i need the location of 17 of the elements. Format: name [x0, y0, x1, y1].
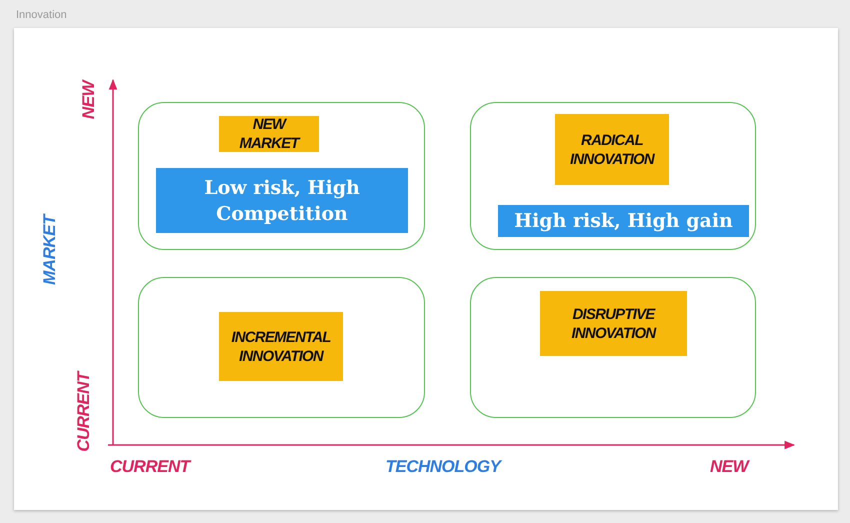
- quadrant-box: [470, 102, 756, 250]
- axis-label: NEW: [710, 457, 748, 477]
- frame-title: Innovation: [16, 9, 67, 21]
- quadrant-title: INCREMENTAL INNOVATION: [219, 312, 343, 381]
- note-banner: Low risk, High Competition: [156, 168, 408, 233]
- axis-label: TECHNOLOGY: [386, 457, 500, 477]
- note-banner: High risk, High gain: [498, 205, 749, 237]
- quadrant-title: RADICAL INNOVATION: [555, 114, 669, 185]
- axis-label: CURRENT: [110, 457, 190, 477]
- quadrant-box: [470, 277, 756, 418]
- axis-label: NEW: [79, 80, 100, 120]
- quadrant-title: NEW MARKET: [219, 116, 319, 152]
- axis-label: CURRENT: [74, 372, 94, 452]
- quadrant-box: [138, 277, 425, 418]
- quadrant-box: [138, 102, 425, 250]
- axis-label: MARKET: [40, 215, 60, 285]
- quadrant-title: DISRUPTIVE INNOVATION: [540, 291, 687, 356]
